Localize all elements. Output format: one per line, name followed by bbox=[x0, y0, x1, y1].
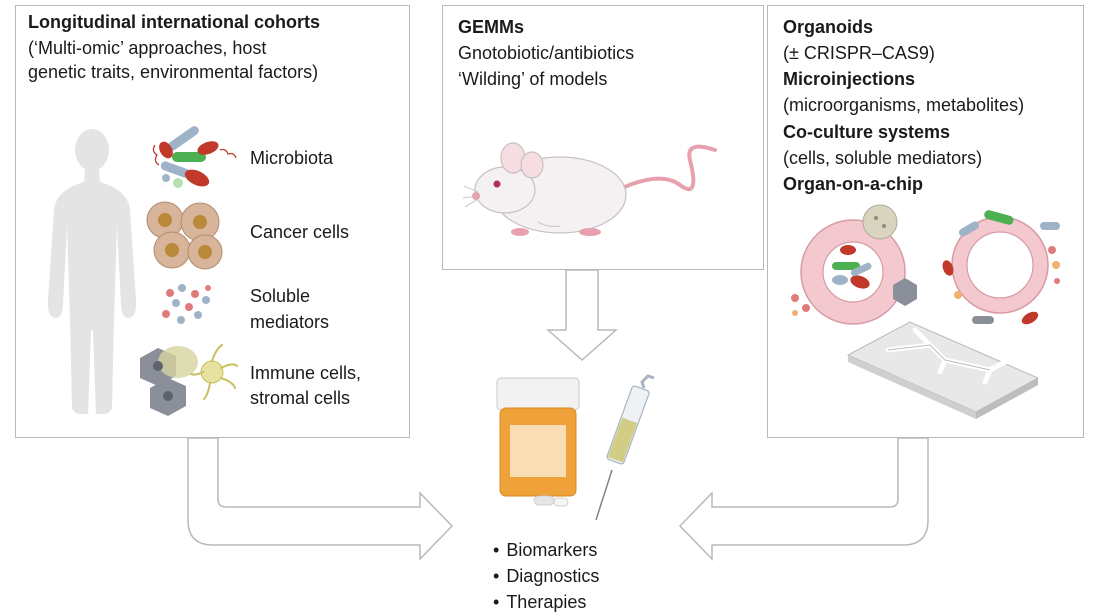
outcome-therapies: Therapies bbox=[493, 589, 599, 615]
left-panel-subtitle-1: (‘Multi-omic’ approaches, host bbox=[28, 38, 267, 58]
organoid-microinjected-icon bbox=[791, 204, 917, 325]
right-flow-arrow bbox=[678, 437, 929, 561]
middle-panel-gemms bbox=[442, 5, 764, 270]
mouse-icon bbox=[462, 142, 717, 236]
middle-panel-title: GEMMs bbox=[458, 17, 525, 37]
soluble-mediators-icon bbox=[162, 284, 211, 324]
middle-panel-line-2: ‘Wilding’ of models bbox=[458, 69, 608, 89]
syringe-icon bbox=[595, 374, 655, 521]
outcomes-list: Biomarkers Diagnostics Therapies bbox=[493, 537, 599, 615]
cancer-cells-icon bbox=[146, 201, 223, 270]
outcome-diagnostics: Diagnostics bbox=[493, 563, 599, 589]
left-panel-title: Longitudinal international cohorts bbox=[28, 12, 320, 32]
outcome-biomarkers: Biomarkers bbox=[493, 537, 599, 563]
left-panel-subtitle-2: genetic traits, environmental factors) bbox=[28, 62, 319, 82]
soluble-mediators-label-2: mediators bbox=[250, 312, 330, 332]
immune-cells-label-1: Immune cells, bbox=[250, 363, 362, 383]
immune-cells-label-2: stromal cells bbox=[250, 388, 351, 408]
coculture-title: Co-culture systems bbox=[783, 122, 951, 142]
organ-on-a-chip-icon bbox=[846, 321, 1040, 419]
coculture-detail: (cells, soluble mediators) bbox=[783, 148, 983, 168]
microbiota-label: Microbiota bbox=[250, 148, 334, 168]
immune-stromal-cells-icon bbox=[140, 344, 238, 416]
pill-bottle-icon bbox=[496, 377, 580, 507]
soluble-mediators-label-1: Soluble bbox=[250, 286, 311, 306]
microinjections-detail: (microorganisms, metabolites) bbox=[783, 95, 1025, 115]
microbiota-icon bbox=[152, 126, 237, 188]
left-flow-arrow bbox=[187, 437, 454, 561]
organ-chip-title: Organ-on-a-chip bbox=[783, 174, 923, 194]
middle-panel-line-1: Gnotobiotic/antibiotics bbox=[458, 43, 635, 63]
organoid-coculture-icon bbox=[942, 210, 1060, 325]
human-silhouette-icon bbox=[47, 129, 137, 414]
organoids-title: Organoids bbox=[783, 17, 874, 37]
cancer-cells-label: Cancer cells bbox=[250, 222, 350, 242]
middle-flow-arrow bbox=[546, 269, 618, 362]
microinjections-title: Microinjections bbox=[783, 69, 916, 89]
organoids-detail: (± CRISPR–CAS9) bbox=[783, 43, 935, 63]
